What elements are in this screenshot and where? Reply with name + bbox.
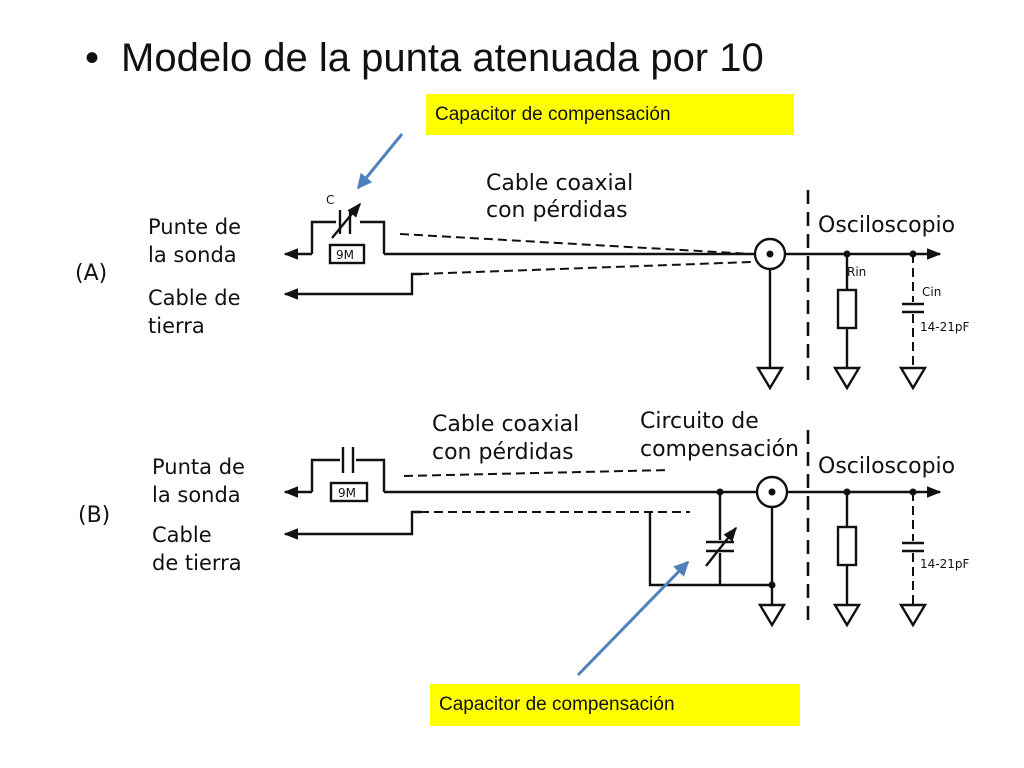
a-coax-shield-top — [399, 233, 753, 255]
a-cin-value: 14-21pF — [920, 320, 969, 334]
a-resistor-9m — [328, 243, 366, 265]
a-probe-tip-line1: Punte de — [148, 215, 241, 239]
a-ground-cable-line1: Cable de — [148, 286, 241, 310]
slide-title: • Modelo de la punta atenuada por 10 — [85, 36, 764, 81]
a-ground-wire — [310, 272, 422, 296]
title-text: Modelo de la punta atenuada por 10 — [121, 36, 764, 80]
a-ground-symbol-3 — [898, 366, 928, 391]
diagram-a-label: (A) — [75, 261, 107, 286]
b-ground-symbol-1 — [757, 603, 787, 628]
b-scope-label: Osciloscopio — [818, 454, 955, 479]
b-resistor-label: 9M — [338, 486, 356, 500]
a-rc-right — [360, 220, 386, 254]
b-rin-resistor — [836, 525, 858, 567]
b-ground-symbol-3 — [898, 603, 928, 628]
b-comp-ground-return — [648, 512, 772, 587]
a-cap-label: C — [326, 193, 334, 207]
bullet-marker: • — [85, 36, 100, 80]
a-coax-line2: con pérdidas — [486, 198, 628, 223]
a-rin-resistor — [836, 288, 858, 330]
b-cin-value: 14-21pF — [920, 557, 969, 571]
b-ground-cable-line2: de tierra — [152, 551, 242, 575]
diagram-b-label: (B) — [78, 503, 110, 528]
b-bnc-center — [768, 488, 776, 496]
a-variable-cap-arrow — [331, 202, 361, 239]
diagram-a: (A) Punte de la sonda Cable de tierra Ca… — [75, 171, 969, 391]
b-comp-variable-arrow — [705, 526, 737, 567]
a-ground-cable-line2: tierra — [148, 314, 205, 338]
b-coax-line1: Cable coaxial — [432, 412, 579, 437]
b-comp-circuit-line2: compensación — [640, 437, 799, 462]
a-probe-tip-line2: la sonda — [148, 243, 237, 267]
callout-top: Capacitor de compensación — [426, 94, 794, 135]
a-coax-shield-bottom — [419, 261, 753, 275]
b-ground-wire — [310, 510, 422, 536]
b-rc-right — [356, 458, 386, 492]
b-rc-left — [310, 458, 340, 492]
callout-bottom-pointer-arrow — [576, 560, 690, 677]
b-ground-symbol-2 — [832, 603, 862, 628]
a-scope-label: Osciloscopio — [818, 213, 955, 238]
b-probe-tip-line2: la sonda — [152, 483, 241, 507]
a-resistor-label: 9M — [336, 248, 354, 262]
b-resistor-9m — [329, 481, 369, 503]
b-probe-tip-line1: Punta de — [152, 455, 245, 479]
b-comp-circuit-line1: Circuito de — [640, 409, 759, 434]
callout-bottom: Capacitor de compensación — [430, 684, 800, 726]
a-ground-symbol-2 — [832, 366, 862, 391]
a-bnc-center — [766, 250, 774, 258]
b-coax-shield-top — [403, 469, 671, 477]
b-ground-cable-line1: Cable — [152, 523, 212, 547]
callout-top-pointer-arrow — [356, 133, 404, 190]
a-ground-symbol-1 — [755, 366, 785, 391]
a-coax-line1: Cable coaxial — [486, 171, 633, 196]
diagram-b: (B) Punta de la sonda Cable de tierra Ca… — [78, 409, 969, 628]
a-rc-left — [310, 220, 336, 254]
a-rin-label: Rin — [847, 265, 866, 279]
b-coax-line2: con pérdidas — [432, 440, 574, 465]
a-cin-label: Cin — [922, 285, 941, 299]
